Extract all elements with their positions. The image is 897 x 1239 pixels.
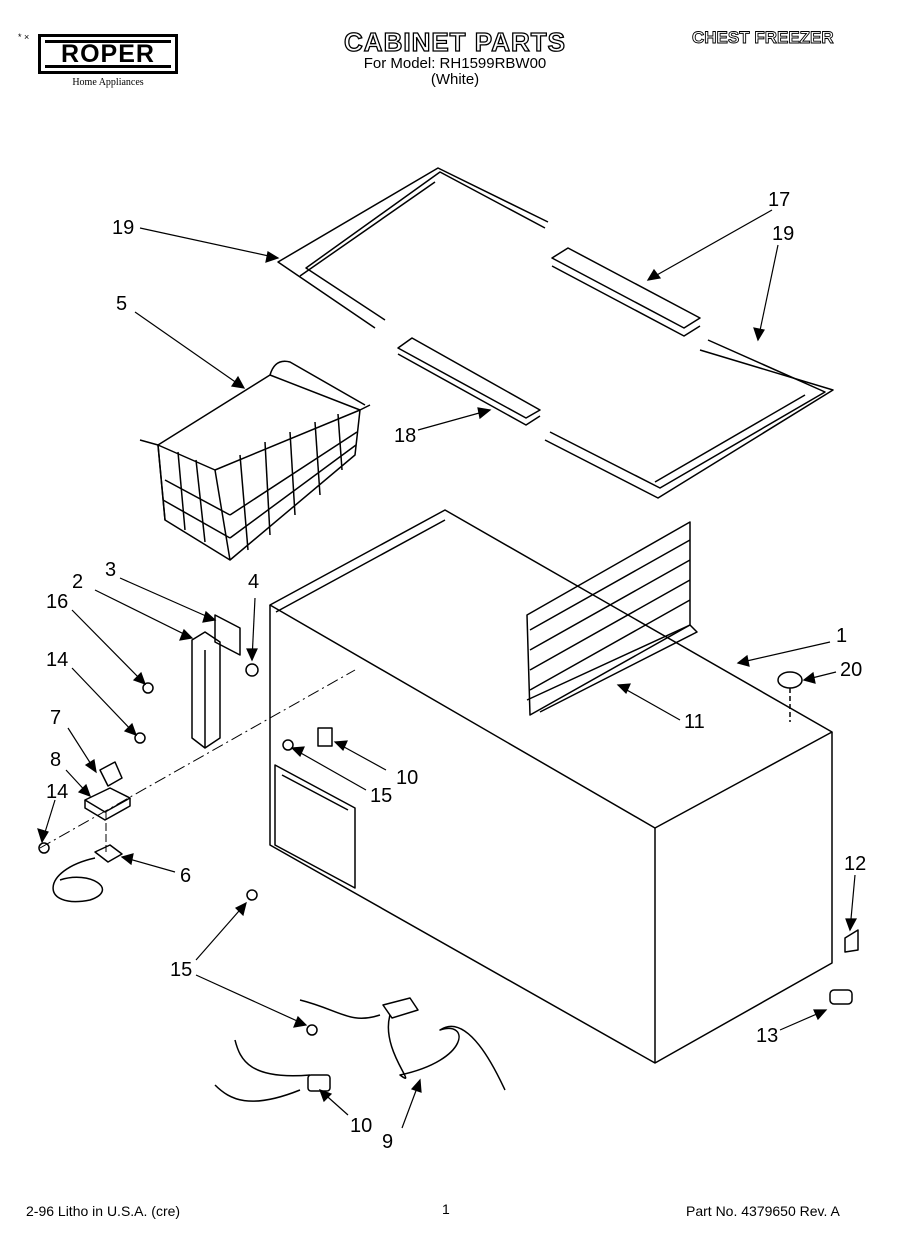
callout-label: 15 [370,785,392,807]
alignment-line [39,669,356,849]
callout-label: 10 [350,1115,372,1137]
callout-label: 14 [46,781,68,803]
callout-label: 3 [105,559,116,581]
callout-label: 5 [116,293,127,315]
callout-label: 6 [180,865,191,887]
callout-numbers: 19 17 19 5 18 3 4 2 16 1 20 14 11 7 10 8… [46,189,866,1153]
category-label: CHEST FREEZER [692,28,835,48]
lid-gasket-frame [277,167,834,499]
brand-name: ROPER [61,39,155,68]
brand-tagline: Home Appliances [72,77,144,88]
page-number: 1 [442,1201,450,1217]
callout-leaders [37,209,858,1129]
callout-label: 14 [46,649,68,671]
callout-label: 8 [50,749,61,771]
callout-label: 15 [170,959,192,981]
callout-label: 19 [772,223,794,245]
registration-mark: * × [18,32,30,42]
color-line: (White) [430,71,480,88]
callout-label: 1 [836,625,847,647]
brand-logo-box: ROPER [38,34,178,74]
callout-label: 9 [382,1131,393,1153]
divider-strip-upper [551,247,701,337]
callout-label: 18 [394,425,416,447]
wire-basket [139,360,371,561]
brand-logo: ROPER Home Appliances [38,34,178,88]
page-title-block: CABINET PARTS For Model: RH1599RBW00 (Wh… [300,27,610,88]
callout-label: 7 [50,707,61,729]
small-parts [307,671,859,1092]
callout-label: 17 [768,189,790,211]
callout-label: 10 [396,767,418,789]
callout-label: 4 [248,571,259,593]
divider-strip-lower [397,337,541,426]
thermostat-parts [52,761,131,903]
callout-label: 20 [840,659,862,681]
print-info: 2-96 Litho in U.S.A. (cre) [26,1203,181,1219]
screws [38,682,318,1036]
callout-label: 2 [72,571,83,593]
callout-label: 19 [112,217,134,239]
callout-label: 11 [684,711,705,733]
wiring-harness [214,997,506,1102]
lid-hinge-assembly [191,614,259,749]
part-number: Part No. 4379650 Rev. A [686,1203,840,1219]
page-title: CABINET PARTS [343,27,566,57]
callout-label: 13 [756,1025,778,1047]
callout-label: 16 [46,591,68,613]
evaporator-panel [526,521,698,716]
model-line: For Model: RH1599RBW00 [363,55,547,72]
callout-label: 12 [844,853,866,875]
cabinet-body [269,509,833,1064]
